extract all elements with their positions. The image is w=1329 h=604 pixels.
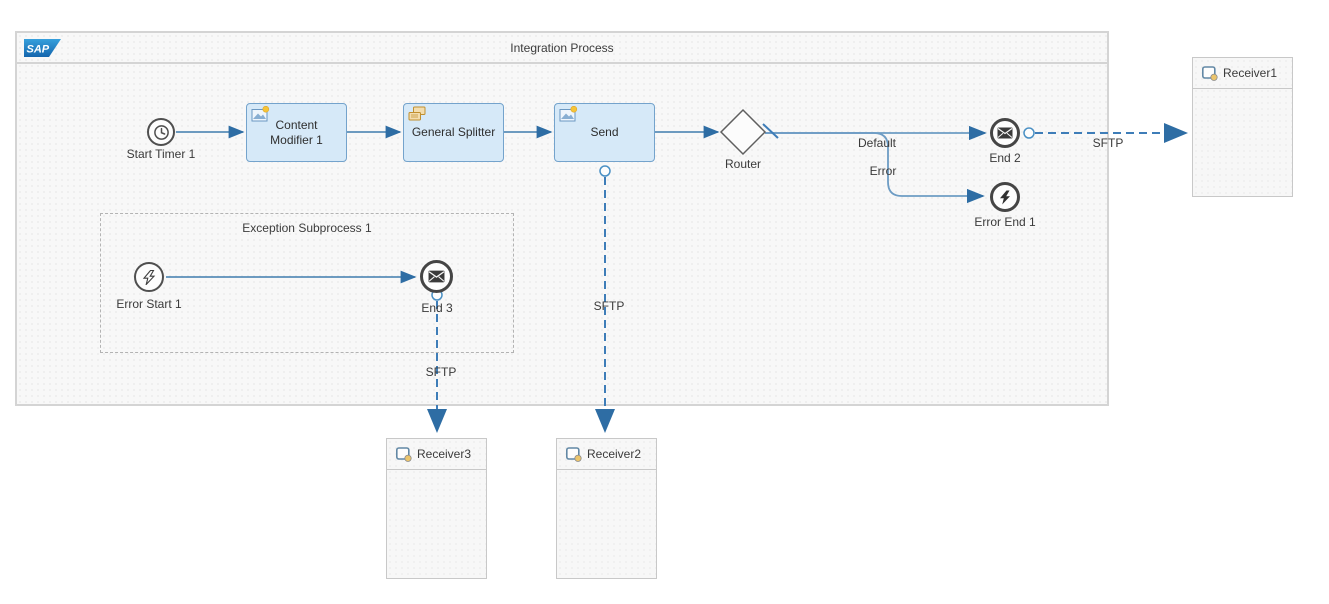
participant-receiver2-label: Receiver2 [587, 447, 642, 461]
participant-receiver2[interactable]: Receiver2 [556, 438, 657, 579]
connector-anchor-end2[interactable] [1023, 127, 1035, 139]
task-content-modifier[interactable]: Content Modifier 1 [246, 103, 347, 162]
sap-logo-icon: SAP [24, 39, 61, 57]
clock-icon [153, 124, 169, 140]
lightning-icon [1000, 190, 1010, 204]
stacked-messages-icon [408, 106, 426, 121]
system-participant-icon [396, 446, 412, 462]
system-participant-icon [1202, 65, 1218, 81]
error-end1-label: Error End 1 [974, 215, 1036, 229]
sftp-adapter-label-receiver1: SFTP [1092, 136, 1124, 150]
task-send[interactable]: Send [554, 103, 655, 162]
end3-label: End 3 [421, 301, 453, 315]
sftp-adapter-label-receiver2: SFTP [593, 299, 625, 313]
participant-receiver1-header: Receiver1 [1193, 58, 1292, 89]
task-general-splitter-label: General Splitter [411, 125, 496, 140]
start-timer-label: Start Timer 1 [126, 147, 196, 161]
default-flow-slash [762, 123, 779, 139]
router-label: Router [724, 157, 762, 171]
message-sparkle-icon [559, 106, 578, 122]
envelope-icon [997, 127, 1013, 139]
participant-receiver1[interactable]: Receiver1 [1192, 57, 1293, 197]
exception-subprocess[interactable]: Exception Subprocess 1 [100, 213, 514, 353]
system-participant-icon [566, 446, 582, 462]
envelope-icon [428, 270, 445, 283]
error-branch-label: Error [869, 164, 897, 178]
pool-header: SAP Integration Process [17, 33, 1107, 64]
flow-router-error-to-errorend1[interactable] [765, 132, 985, 204]
participant-receiver3[interactable]: Receiver3 [386, 438, 487, 579]
start-timer-event[interactable] [147, 118, 175, 146]
sap-logo-text: SAP [27, 44, 50, 56]
router-gateway-shape[interactable] [719, 108, 767, 156]
end2-event[interactable] [990, 118, 1020, 148]
task-send-label: Send [590, 125, 619, 140]
pool-title: Integration Process [510, 40, 614, 55]
participant-receiver3-label: Receiver3 [417, 447, 472, 461]
error-start1-event[interactable] [134, 262, 164, 292]
task-content-modifier-label: Content Modifier 1 [270, 118, 323, 147]
sftp-adapter-label-receiver3: SFTP [425, 365, 457, 379]
message-sparkle-icon [251, 106, 270, 122]
participant-receiver3-header: Receiver3 [387, 439, 486, 470]
error-start1-label: Error Start 1 [116, 297, 182, 311]
participant-receiver1-label: Receiver1 [1223, 66, 1278, 80]
default-branch-label: Default [857, 136, 897, 150]
task-general-splitter[interactable]: General Splitter [403, 103, 504, 162]
integration-process-pool[interactable]: SAP Integration Process [15, 31, 1109, 406]
participant-receiver2-header: Receiver2 [557, 439, 656, 470]
error-end1-event[interactable] [990, 182, 1020, 212]
lightning-icon [142, 269, 156, 285]
end2-label: End 2 [989, 151, 1021, 165]
end3-event[interactable] [420, 260, 453, 293]
connector-anchor-send[interactable] [599, 165, 611, 177]
exception-subprocess-title: Exception Subprocess 1 [242, 221, 372, 235]
